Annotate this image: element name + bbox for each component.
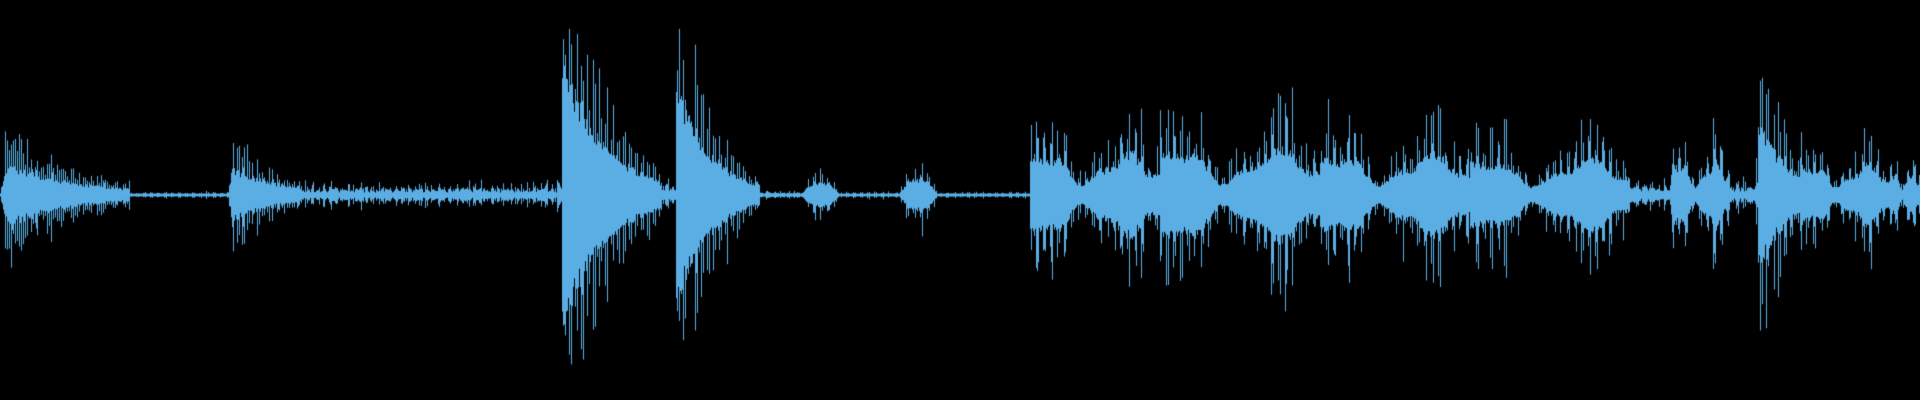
- waveform-viewer[interactable]: [0, 0, 1920, 400]
- audio-waveform-canvas[interactable]: [0, 0, 1920, 400]
